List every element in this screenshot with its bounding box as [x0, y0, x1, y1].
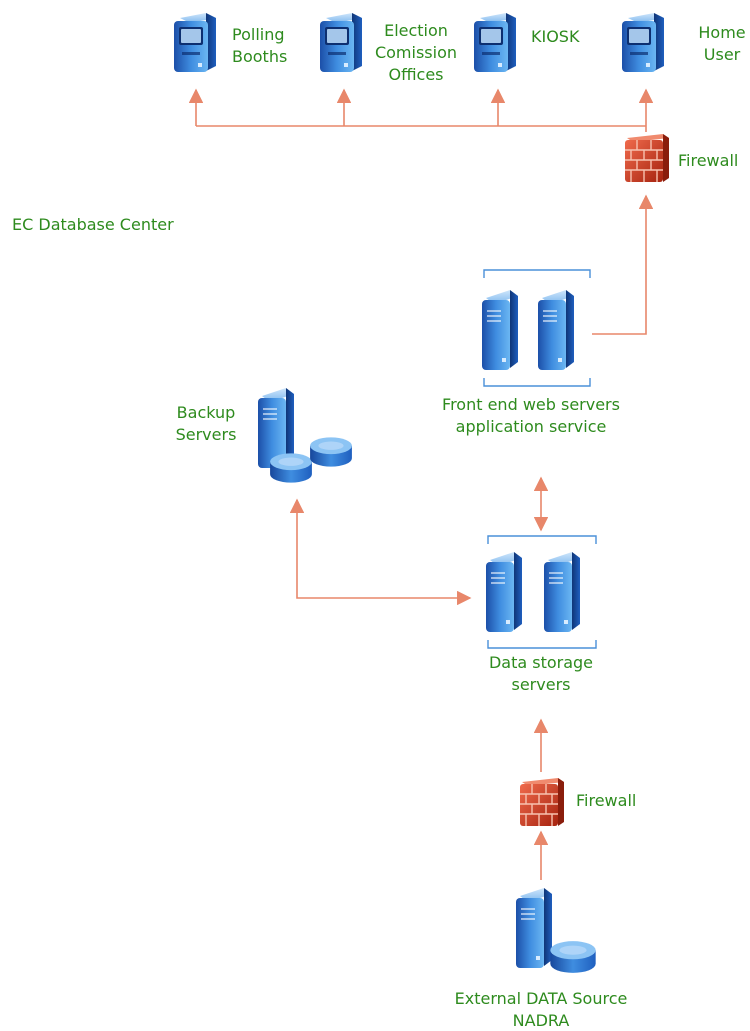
terminal-icon [474, 13, 516, 72]
terminal-icon [622, 13, 664, 72]
election-offices-label-1: Election [384, 21, 448, 40]
firewall-bottom-node: Firewall [519, 777, 636, 827]
external-label-2: NADRA [513, 1011, 570, 1030]
server-icon [516, 888, 552, 968]
group-bracket [487, 535, 597, 649]
firewall-icon [519, 777, 565, 827]
terminal-icon [174, 13, 216, 72]
server-icon [538, 290, 574, 370]
polling-booths-label-2: Booths [232, 47, 287, 66]
group-bracket [483, 269, 591, 387]
backup-label-1: Backup [177, 403, 236, 422]
kiosk-label: KIOSK [531, 27, 580, 46]
diagram-title: EC Database Center [12, 215, 174, 234]
disk-icon [550, 941, 596, 973]
firewall-icon [624, 133, 670, 183]
disk-icon [270, 453, 312, 483]
front-end-label-1: Front end web servers [442, 395, 620, 414]
backup-storage-arrow [289, 498, 472, 606]
backup-label-2: Servers [176, 425, 237, 444]
disk-icon [310, 437, 352, 467]
server-icon [544, 552, 580, 632]
kiosk-node: KIOSK [474, 13, 580, 72]
firewall-top-label: Firewall [678, 151, 738, 170]
firewall-bottom-label: Firewall [576, 791, 636, 810]
polling-booths-label-1: Polling [232, 25, 285, 44]
data-storage-label-1: Data storage [489, 653, 593, 672]
server-icon [486, 552, 522, 632]
home-user-label-2: User [704, 45, 741, 64]
election-offices-label-2: Comission [375, 43, 457, 62]
firewall-top-node: Firewall [624, 133, 738, 183]
connectors [188, 88, 654, 880]
terminal-icon [320, 13, 362, 72]
data-storage-servers-node: Data storage servers [486, 535, 597, 694]
data-storage-label-2: servers [512, 675, 571, 694]
home-user-label-1: Home [698, 23, 745, 42]
frontend-to-firewall-line [592, 194, 654, 335]
front-end-servers-node: Front end web servers application service [442, 269, 620, 436]
server-icon [482, 290, 518, 370]
external-label-1: External DATA Source [455, 989, 628, 1008]
election-offices-label-3: Offices [388, 65, 443, 84]
front-end-label-2: application service [456, 417, 607, 436]
